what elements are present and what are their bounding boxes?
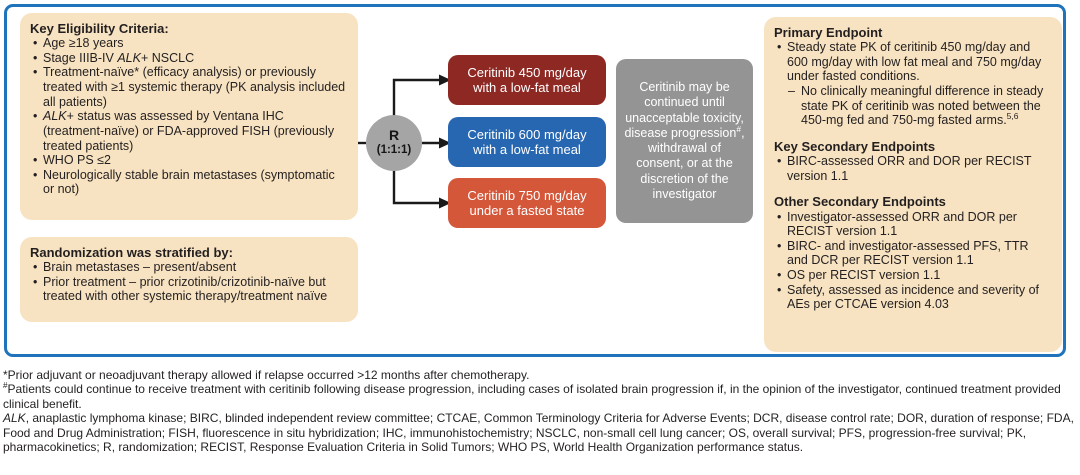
stratification-panel: Randomization was stratified by: Brain m… <box>20 237 358 322</box>
eligibility-bullet-treatment: Treatment-naïve* (efficacy analysis) or … <box>30 65 348 109</box>
footnotes: *Prior adjuvant or neoadjuvant therapy a… <box>3 368 1077 454</box>
other-secondary-endpoint-bullet-orr-dor: Investigator-assessed ORR and DOR per RE… <box>774 210 1052 239</box>
eligibility-bullet-alk-status: ALK+ status was assessed by Ventana IHC … <box>30 109 348 153</box>
primary-endpoint-bullet: Steady state PK of ceritinib 450 mg/day … <box>774 40 1052 84</box>
arm-ceritinib-600: Ceritinib 600 mg/day with a low-fat meal <box>448 117 606 167</box>
footnote-abbreviations: ALK, anaplastic lymphoma kinase; BIRC, b… <box>3 411 1074 454</box>
randomization-ratio: (1:1:1) <box>376 143 412 156</box>
randomization-symbol: R <box>388 127 400 144</box>
key-secondary-endpoints-title: Key Secondary Endpoints <box>774 138 936 154</box>
footnote-prior-therapy: *Prior adjuvant or neoadjuvant therapy a… <box>3 368 530 382</box>
endpoints-panel: Primary Endpoint Steady state PK of ceri… <box>764 17 1062 352</box>
primary-endpoint-subbullet: No clinically meaningful difference in s… <box>774 84 1052 128</box>
stratification-bullet-prior-treatment: Prior treatment – prior crizotinib/crizo… <box>30 275 348 304</box>
arm-ceritinib-450-label: Ceritinib 450 mg/day with a low-fat meal <box>467 64 587 95</box>
key-secondary-endpoint-bullet: BIRC-assessed ORR and DOR per RECIST ver… <box>774 154 1052 183</box>
eligibility-bullet-stage: Stage IIIB-IV ALK+ NSCLC <box>30 51 348 66</box>
arm-ceritinib-450: Ceritinib 450 mg/day with a low-fat meal <box>448 55 606 105</box>
footnote-continued-treatment: #Patients could continue to receive trea… <box>3 381 1061 411</box>
randomization-node: R (1:1:1) <box>366 115 422 171</box>
other-secondary-endpoint-bullet-safety: Safety, assessed as incidence and severi… <box>774 283 1052 312</box>
primary-endpoint-title: Primary Endpoint <box>774 25 883 40</box>
stratification-title: Randomization was stratified by: <box>30 245 233 260</box>
arm-ceritinib-600-label: Ceritinib 600 mg/day with a low-fat meal <box>467 126 587 157</box>
arm-ceritinib-750: Ceritinib 750 mg/day under a fasted stat… <box>448 178 606 228</box>
other-secondary-endpoint-bullet-pfs-ttr-dcr: BIRC- and investigator-assessed PFS, TTR… <box>774 239 1052 268</box>
eligibility-panel: Key Eligibility Criteria: Age ≥18 years … <box>20 13 358 220</box>
treatment-continuation-box: Ceritinib may be continued until unaccep… <box>616 59 753 223</box>
other-secondary-endpoint-bullet-os: OS per RECIST version 1.1 <box>774 268 1052 283</box>
eligibility-bullet-age: Age ≥18 years <box>30 36 348 51</box>
treatment-continuation-text: Ceritinib may be continued until unaccep… <box>624 80 745 201</box>
other-secondary-endpoints-title: Other Secondary Endpoints <box>774 194 946 210</box>
eligibility-bullet-who-ps: WHO PS ≤2 <box>30 153 348 168</box>
stratification-bullet-brain-mets: Brain metastases – present/absent <box>30 260 348 275</box>
eligibility-bullet-brain-mets: Neurologically stable brain metastases (… <box>30 168 348 197</box>
arm-ceritinib-750-label: Ceritinib 750 mg/day under a fasted stat… <box>467 187 587 218</box>
eligibility-title: Key Eligibility Criteria: <box>30 21 169 36</box>
